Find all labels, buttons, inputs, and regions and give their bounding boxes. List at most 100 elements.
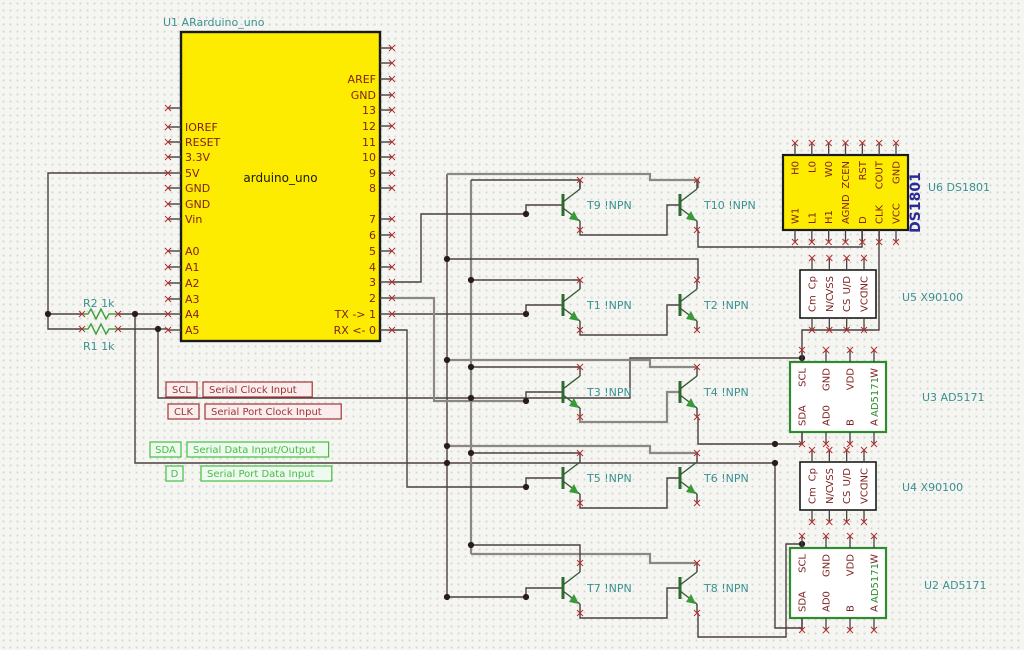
net-label-D[interactable] (165, 465, 333, 482)
ic-pin-name: VCC (860, 291, 871, 312)
net-desc-box[interactable] (186, 441, 330, 458)
pin-end-marker (576, 363, 584, 371)
pin-end-marker (798, 346, 806, 354)
ic-U6[interactable] (781, 143, 910, 242)
emitter-arrow-icon (686, 484, 696, 494)
emitter-arrow-icon (686, 594, 696, 604)
ic-body[interactable] (799, 461, 877, 511)
transistor-ref-label: T4 !NPN (703, 386, 749, 399)
net-desc-text: Serial Port Data Input (207, 469, 315, 480)
ic-body[interactable] (788, 546, 888, 620)
wire[interactable] (525, 391, 563, 401)
net-label-CLK[interactable] (167, 403, 342, 420)
wire[interactable] (697, 417, 775, 445)
resistor-symbol[interactable] (82, 307, 118, 321)
pin-end-marker (388, 263, 396, 271)
wire[interactable] (471, 544, 581, 563)
pin-end-marker (791, 238, 799, 246)
net-label-SDA[interactable] (149, 441, 330, 458)
transistor-T6[interactable] (678, 453, 698, 503)
wire[interactable] (392, 296, 526, 403)
wire[interactable] (447, 358, 698, 369)
net-tag-box[interactable] (165, 381, 198, 398)
transistor-T7[interactable] (561, 563, 581, 613)
collector-line (562, 375, 581, 390)
ic-body[interactable] (788, 360, 888, 434)
junction-dot (443, 356, 451, 364)
arduino-pin-name: 5 (369, 245, 376, 258)
wire[interactable] (579, 477, 680, 509)
wire[interactable] (392, 329, 526, 488)
pin-end-marker (822, 440, 830, 448)
wire[interactable] (801, 230, 880, 358)
wire[interactable] (578, 390, 680, 424)
pin-end-marker (576, 609, 584, 617)
transistor-T8[interactable] (678, 563, 698, 613)
arduino-pin-name: 11 (362, 136, 376, 149)
collector-line (562, 571, 581, 586)
wire[interactable] (579, 587, 680, 619)
emitter-arrow-icon (569, 484, 579, 494)
net-tag-box[interactable] (149, 441, 182, 458)
pin-end-marker (388, 247, 396, 255)
pin-end-marker (693, 176, 701, 184)
transistor-ref-label: T7 !NPN (586, 582, 632, 595)
ic-U3[interactable] (788, 350, 888, 444)
ic-body[interactable] (781, 153, 910, 232)
wire[interactable] (579, 304, 680, 336)
ic-pin-name: AD0 (822, 591, 833, 612)
wire[interactable] (471, 552, 698, 565)
transistor-T10[interactable] (678, 180, 698, 230)
ic-pin-name: CS (842, 491, 853, 504)
arduino-pin-name: TX -> 1 (334, 308, 376, 321)
ic-U4[interactable] (799, 450, 877, 522)
wire[interactable] (447, 444, 698, 455)
wire[interactable] (392, 213, 526, 283)
arduino-pin-name: 5V (185, 167, 200, 180)
wire[interactable] (697, 230, 863, 248)
transistor-T4[interactable] (678, 367, 698, 417)
wire[interactable] (447, 172, 700, 188)
resistor-R1[interactable] (82, 322, 118, 336)
wire[interactable] (775, 432, 803, 445)
pin-end-marker (825, 254, 833, 262)
net-desc-box[interactable] (200, 465, 333, 482)
junction-dot (771, 459, 779, 467)
ic-pin-name: W0 (824, 161, 835, 177)
wire[interactable] (525, 587, 563, 597)
arduino-pin-name: 8 (369, 182, 376, 195)
transistor-T5[interactable] (561, 453, 581, 503)
net-desc-box[interactable] (202, 381, 313, 398)
ic-part-name: AD5171 (870, 563, 881, 603)
pin-end-marker (860, 254, 868, 262)
arduino-pin-name: A2 (185, 277, 200, 290)
pin-end-marker (693, 363, 701, 371)
transistor-T9[interactable] (561, 180, 581, 230)
wire[interactable] (525, 477, 563, 487)
net-tag-box[interactable] (165, 465, 184, 482)
pin-end-marker (164, 279, 172, 287)
wire[interactable] (134, 314, 775, 464)
resistor-R2[interactable] (82, 307, 118, 321)
arduino-uno-body[interactable] (179, 30, 382, 343)
wire[interactable] (47, 314, 82, 330)
net-desc-box[interactable] (204, 403, 342, 420)
ic-body[interactable] (799, 269, 877, 319)
net-tag-box[interactable] (167, 403, 200, 420)
wire[interactable] (525, 204, 563, 214)
wire[interactable] (525, 304, 563, 314)
transistor-T2[interactable] (678, 280, 698, 330)
ic-pin-name: Cp (808, 276, 819, 289)
pin-end-marker (576, 499, 584, 507)
ic-U2[interactable] (788, 536, 888, 630)
wire[interactable] (447, 258, 699, 280)
wire[interactable] (47, 172, 168, 314)
transistor-T3[interactable] (561, 367, 581, 417)
resistor-symbol[interactable] (82, 322, 118, 336)
net-label-SCL[interactable] (165, 381, 313, 398)
ic-U5[interactable] (799, 258, 877, 330)
net-desc-text: Serial Clock Input (209, 385, 297, 396)
transistor-T1[interactable] (561, 280, 581, 330)
wire[interactable] (471, 179, 581, 188)
wire[interactable] (579, 204, 680, 236)
